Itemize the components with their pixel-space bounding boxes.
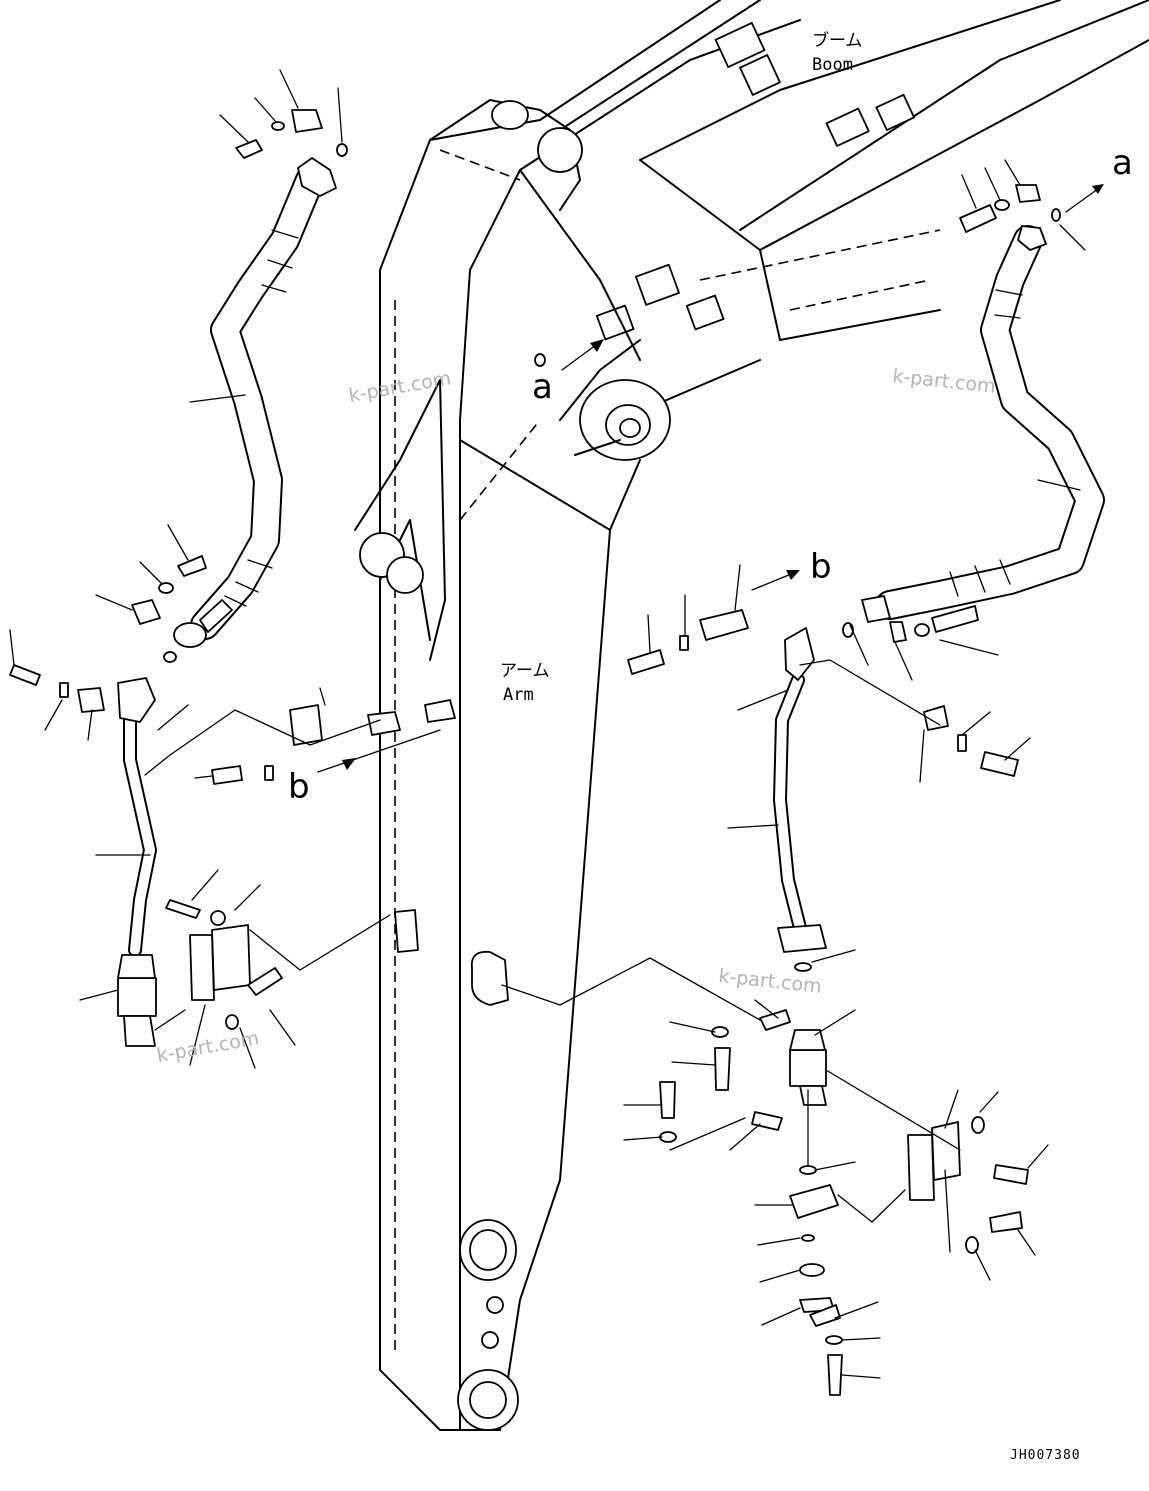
boom-label-jp: ブーム [812, 30, 863, 51]
boom-label-en: Boom [812, 55, 853, 75]
reference-marks: a a b b [288, 143, 1133, 807]
arm-label-en: Arm [503, 685, 534, 705]
arrow-head-icon [590, 339, 604, 352]
drawing-code: JH007380 [1010, 1448, 1081, 1463]
arrow-head-icon [342, 758, 356, 770]
ref-label-a-boom: a [532, 367, 553, 407]
watermark-text: k-part.com [155, 1027, 261, 1067]
ref-label-b-right: b [810, 547, 832, 587]
left-hose-assembly [9, 69, 391, 1069]
arrow-head-icon [1092, 184, 1104, 194]
boom-outline [429, 0, 1149, 461]
boom-label: ブーム Boom [812, 30, 863, 75]
right-hose-assembly [501, 159, 1105, 1396]
arrow-head-icon [786, 570, 800, 580]
arm-outline [354, 99, 641, 1431]
arm-label-jp: アーム [500, 661, 549, 681]
watermark-text: k-part.com [347, 367, 453, 407]
ref-label-a-top: a [1112, 143, 1133, 183]
arm-label: アーム Arm [500, 661, 549, 705]
watermark-text: k-part.com [891, 365, 996, 398]
ref-label-b-left: b [288, 767, 310, 807]
